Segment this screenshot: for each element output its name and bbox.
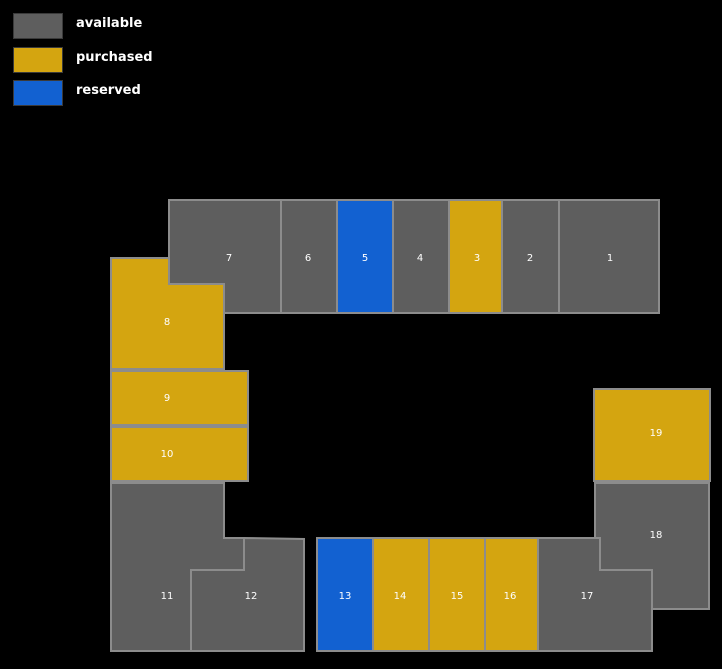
unit-shape-8[interactable] bbox=[110, 257, 225, 370]
unit-shape-2[interactable] bbox=[501, 199, 560, 314]
unit-shape-9[interactable] bbox=[110, 370, 249, 426]
unit-shape-18[interactable] bbox=[594, 482, 710, 610]
unit-13[interactable]: 13 bbox=[316, 537, 374, 652]
unit-shape-10[interactable] bbox=[110, 426, 249, 482]
legend-swatch-reserved bbox=[13, 80, 63, 106]
legend-label-reserved: reserved bbox=[76, 83, 141, 98]
unit-shape-12[interactable] bbox=[190, 536, 305, 652]
unit-9[interactable]: 9 bbox=[110, 370, 249, 426]
unit-shape-5[interactable] bbox=[336, 199, 394, 314]
unit-1[interactable]: 1 bbox=[558, 199, 660, 314]
unit-14[interactable]: 14 bbox=[372, 537, 430, 652]
unit-6[interactable]: 6 bbox=[280, 199, 338, 314]
legend-swatch-available bbox=[13, 13, 63, 39]
legend-swatch-purchased bbox=[13, 47, 63, 73]
unit-3[interactable]: 3 bbox=[448, 199, 503, 314]
unit-15[interactable]: 15 bbox=[428, 537, 486, 652]
unit-shape-15[interactable] bbox=[428, 537, 486, 652]
unit-2[interactable]: 2 bbox=[501, 199, 560, 314]
unit-4[interactable]: 4 bbox=[392, 199, 450, 314]
unit-19[interactable]: 19 bbox=[593, 388, 711, 482]
unit-shape-19[interactable] bbox=[593, 388, 711, 482]
unit-16[interactable]: 16 bbox=[484, 537, 539, 652]
unit-10[interactable]: 10 bbox=[110, 426, 249, 482]
unit-shape-4[interactable] bbox=[392, 199, 450, 314]
legend-label-available: available bbox=[76, 16, 143, 31]
unit-shape-1[interactable] bbox=[558, 199, 660, 314]
unit-shape-13[interactable] bbox=[316, 537, 374, 652]
unit-5[interactable]: 5 bbox=[336, 199, 394, 314]
unit-shape-3[interactable] bbox=[448, 199, 503, 314]
unit-shape-14[interactable] bbox=[372, 537, 430, 652]
legend-label-purchased: purchased bbox=[76, 50, 153, 65]
unit-shape-6[interactable] bbox=[280, 199, 338, 314]
unit-shape-16[interactable] bbox=[484, 537, 539, 652]
